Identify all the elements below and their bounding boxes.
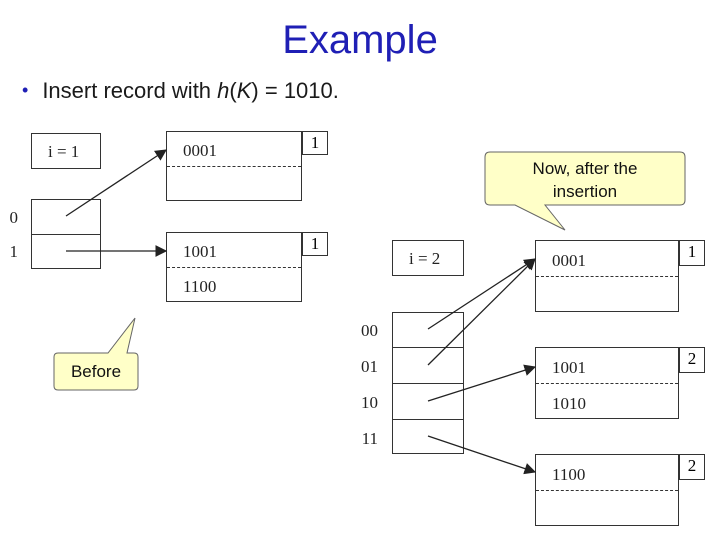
after-arrow-00 (427, 258, 536, 330)
before-global-depth-box: i = 1 (31, 133, 101, 169)
before-bucket-a: 0001 (166, 131, 302, 201)
after-dir-label-10: 10 (361, 393, 378, 412)
after-arrow-10 (427, 364, 537, 402)
after-bucket-c: 1100 (535, 454, 679, 526)
before-bucket-b-key-1: 1100 (183, 277, 217, 296)
before-bucket-b-key-0: 1001 (183, 242, 217, 261)
after-bucket-c-depth: 2 (679, 454, 705, 480)
after-dir-label-01: 01 (361, 357, 378, 376)
before-global-depth-label: i = 1 (48, 142, 80, 161)
before-callout-text: Before (70, 362, 122, 381)
after-callout-line1: Now, after the (532, 159, 638, 178)
after-bucket-b: 1001 1010 (535, 347, 679, 419)
after-bucket-c-key-0: 1100 (552, 465, 586, 484)
before-dir-label-0: 0 (9, 208, 19, 227)
before-bucket-a-depth: 1 (302, 131, 328, 155)
before-arrow-0 (65, 149, 167, 217)
before-bucket-a-key-0: 0001 (183, 141, 217, 160)
after-arrow-11 (427, 435, 537, 475)
after-bucket-b-key-0: 1001 (552, 358, 586, 377)
slide-title: Example (282, 18, 438, 62)
after-global-depth-label: i = 2 (409, 249, 441, 268)
after-callout-shape (484, 151, 686, 231)
after-bucket-b-key-1: 1010 (552, 394, 586, 413)
before-bucket-b: 1001 1100 (166, 232, 302, 302)
after-arrow-01 (427, 258, 536, 366)
after-global-depth-box: i = 2 (392, 240, 464, 276)
after-bucket-b-depth: 2 (679, 347, 705, 373)
after-directory (392, 312, 464, 454)
after-dir-label-00: 00 (361, 321, 378, 340)
after-callout-line2: insertion (552, 182, 618, 201)
before-callout-shape (53, 317, 139, 391)
bullet-text: •Insert record with h(K) = 1010. (22, 78, 339, 103)
before-bucket-b-depth: 1 (302, 232, 328, 256)
after-dir-label-11: 11 (361, 429, 378, 448)
after-bucket-a: 0001 (535, 240, 679, 312)
bullet-dot-icon: • (22, 80, 29, 100)
after-bucket-a-depth: 1 (679, 240, 705, 266)
before-directory (31, 199, 101, 269)
after-bucket-a-key-0: 0001 (552, 251, 586, 270)
before-dir-label-1: 1 (9, 242, 19, 261)
